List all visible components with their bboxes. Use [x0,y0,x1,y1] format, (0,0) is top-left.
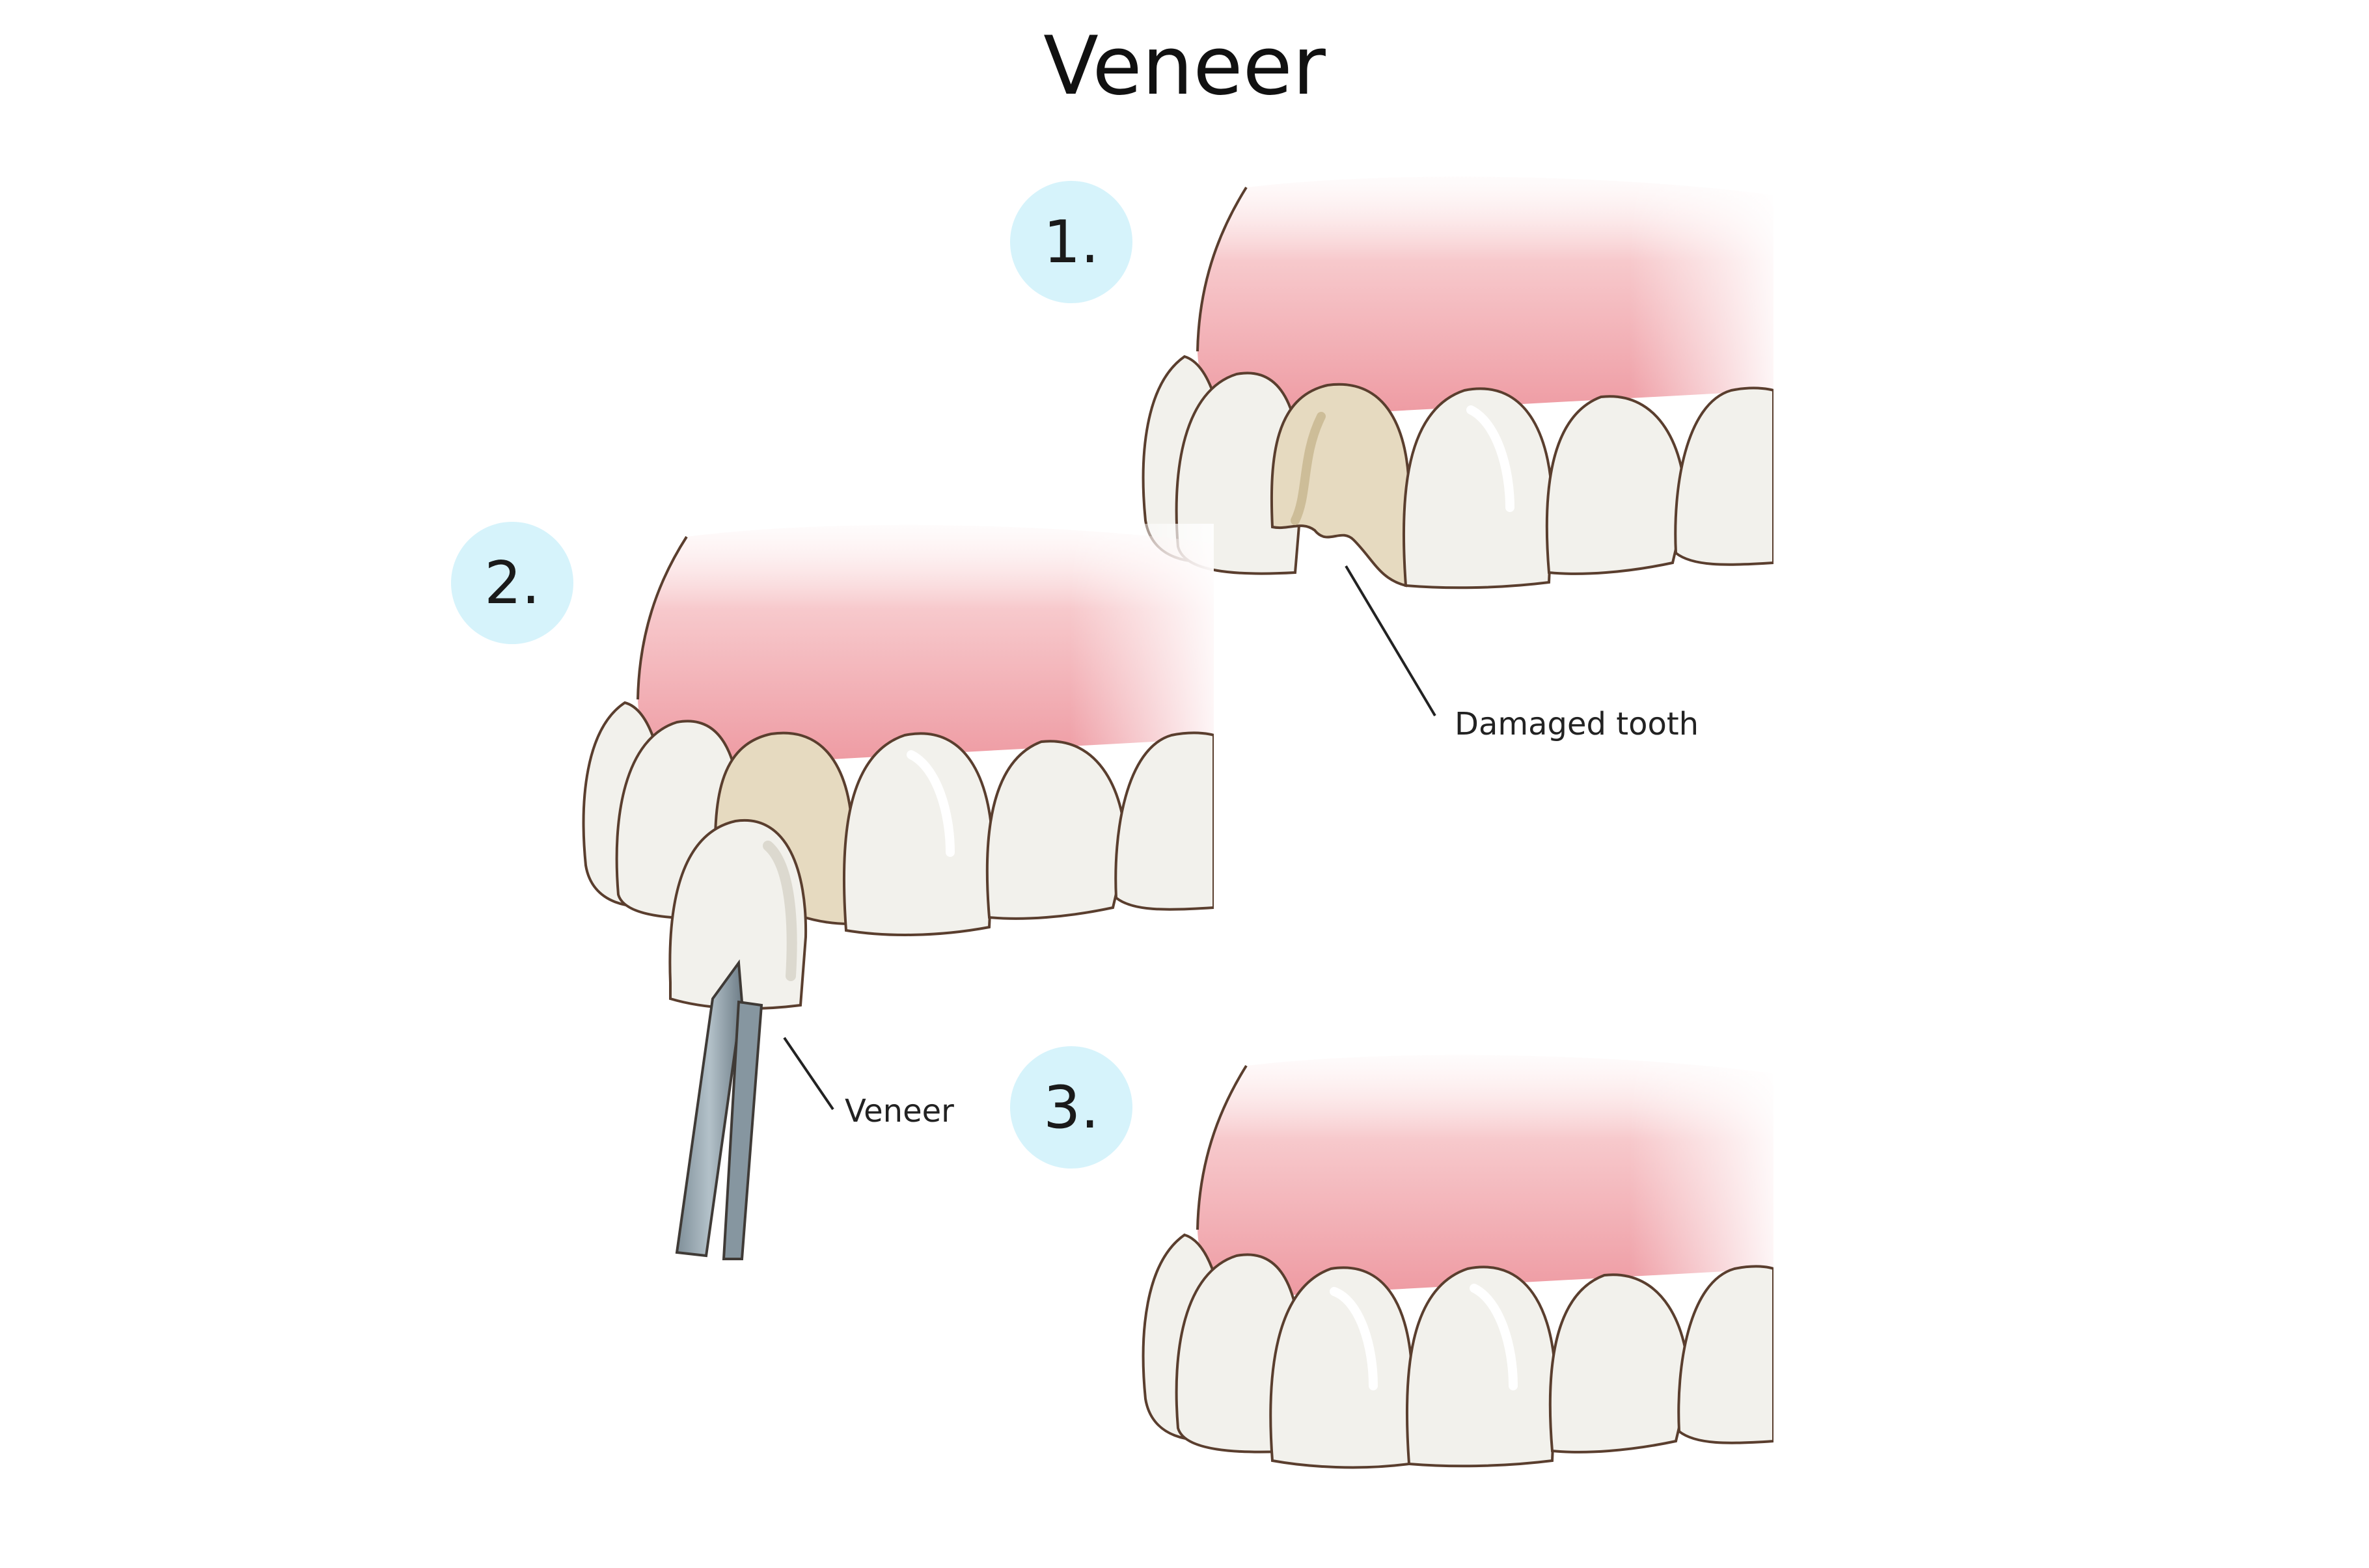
step-3-badge: 3. [1010,1046,1132,1169]
step-3-label: 3. [1043,1073,1099,1142]
step-1-badge: 1. [1010,181,1132,303]
restored-tooth [1269,1266,1414,1469]
tooth-1e [1674,386,1773,566]
tooth-3d [1548,1273,1691,1453]
step-2-badge: 2. [451,522,573,644]
diagram-title: Veneer [1043,20,1326,113]
step-2-label: 2. [484,548,540,617]
tweezers-tool [675,959,763,1260]
step-1-label: 1. [1043,208,1099,277]
panel-2-jaw [582,524,1214,936]
tooth-3e [1677,1265,1773,1444]
tooth-1b [1175,372,1304,575]
veneer-label: Veneer [845,1093,954,1129]
damaged-tooth-pointer [1345,565,1436,717]
tooth-2c [842,732,994,936]
tooth-1c [1402,387,1554,589]
panel-1-jaw [1142,176,1773,589]
veneer-pointer [783,1036,834,1111]
damaged-tooth-label: Damaged tooth [1455,706,1699,742]
tooth-2e [1114,731,1214,911]
panel-3-jaw [1142,1054,1773,1469]
tooth-1d [1545,395,1688,575]
tooth-2d [985,740,1128,920]
tooth-3c [1405,1265,1557,1468]
